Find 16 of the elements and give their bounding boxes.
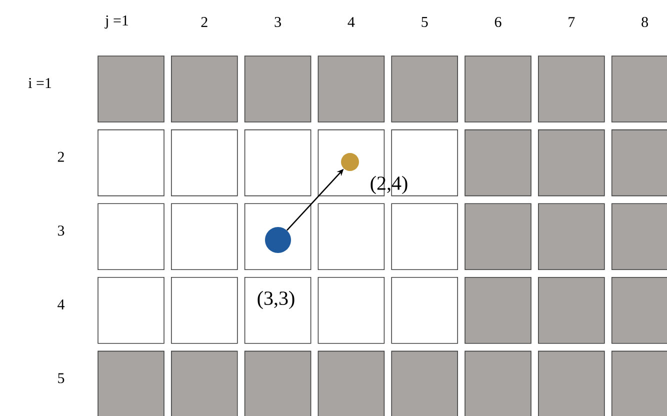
dot <box>265 227 291 253</box>
index-label: 5 <box>422 17 428 27</box>
index-label: 3 <box>58 226 64 236</box>
index-label: 5 <box>58 373 64 384</box>
index-label: j =1 <box>104 15 128 29</box>
index-label: i =1 <box>28 78 52 88</box>
dot <box>341 153 359 171</box>
coordinate-label: (3,3) <box>258 290 294 310</box>
index-label: 4 <box>348 17 355 27</box>
index-label: 2 <box>58 152 64 162</box>
index-label: 4 <box>58 299 65 310</box>
index-label: 2 <box>201 17 208 27</box>
index-label: 8 <box>642 16 648 28</box>
index-label: 6 <box>494 16 502 28</box>
index-label: 7 <box>568 17 575 27</box>
index-label: 3 <box>274 16 281 28</box>
